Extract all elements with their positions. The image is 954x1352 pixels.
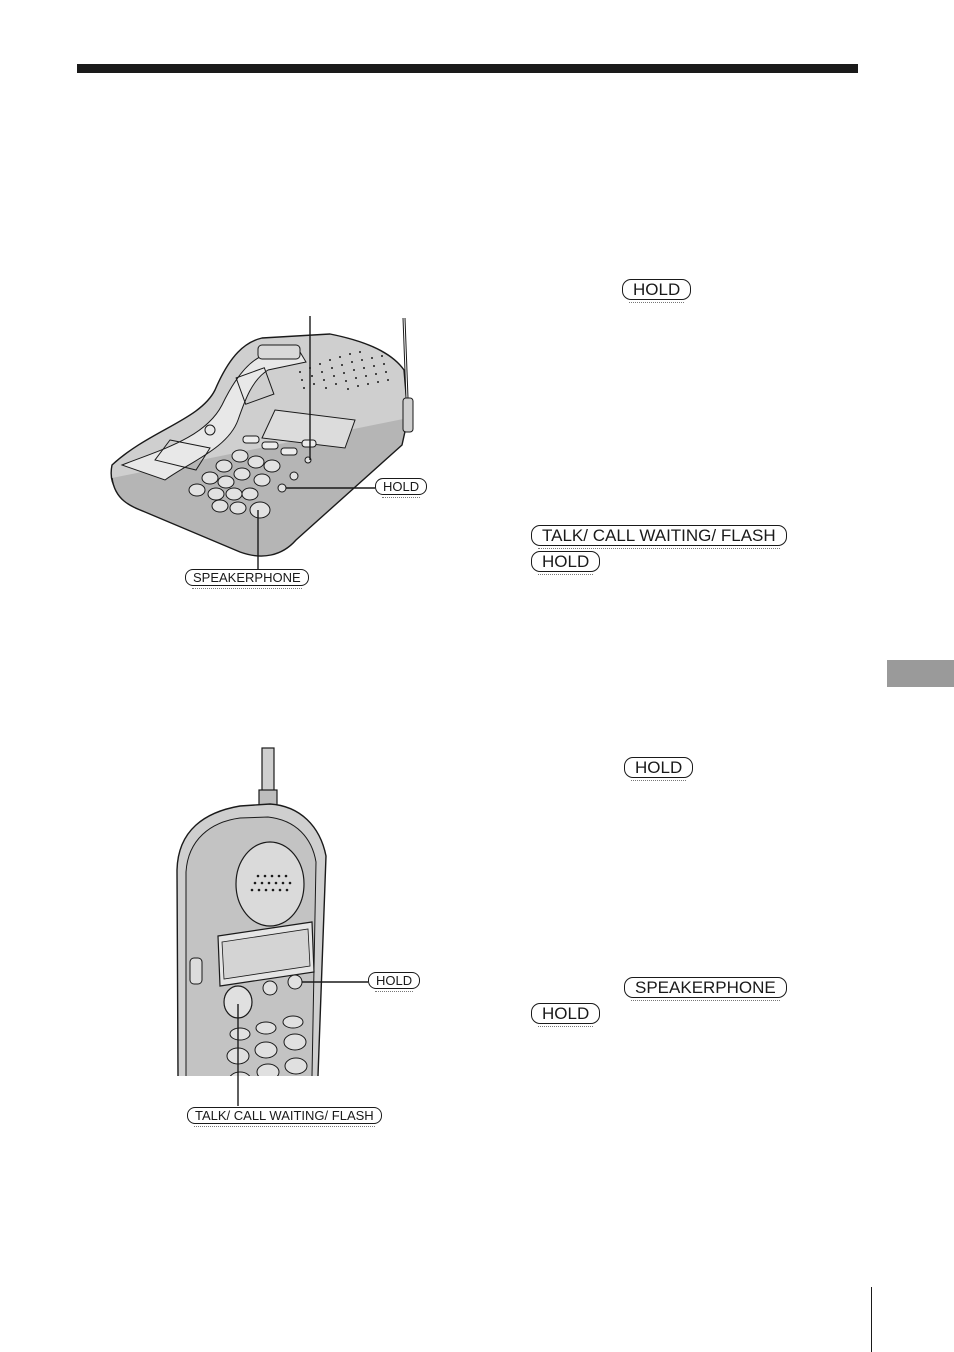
- base-speakerphone-label: SPEAKERPHONE: [185, 569, 309, 589]
- header-rule: [77, 64, 858, 73]
- hold-key-2: HOLD: [531, 551, 601, 575]
- base-hold-label: HOLD: [375, 478, 428, 498]
- hold-key-3: HOLD: [624, 757, 694, 781]
- hold-key-1: HOLD: [622, 279, 692, 303]
- handset-hold-label: HOLD: [368, 972, 421, 992]
- hold-key-4: HOLD: [531, 1003, 601, 1027]
- speakerphone-key: SPEAKERPHONE: [624, 977, 787, 1001]
- talk-flash-key: TALK/ CALL WAITING/ FLASH: [531, 525, 787, 549]
- page-number-rule: [871, 1287, 872, 1352]
- section-tab: [887, 660, 954, 687]
- handset-talk-flash-label: TALK/ CALL WAITING/ FLASH: [187, 1107, 382, 1127]
